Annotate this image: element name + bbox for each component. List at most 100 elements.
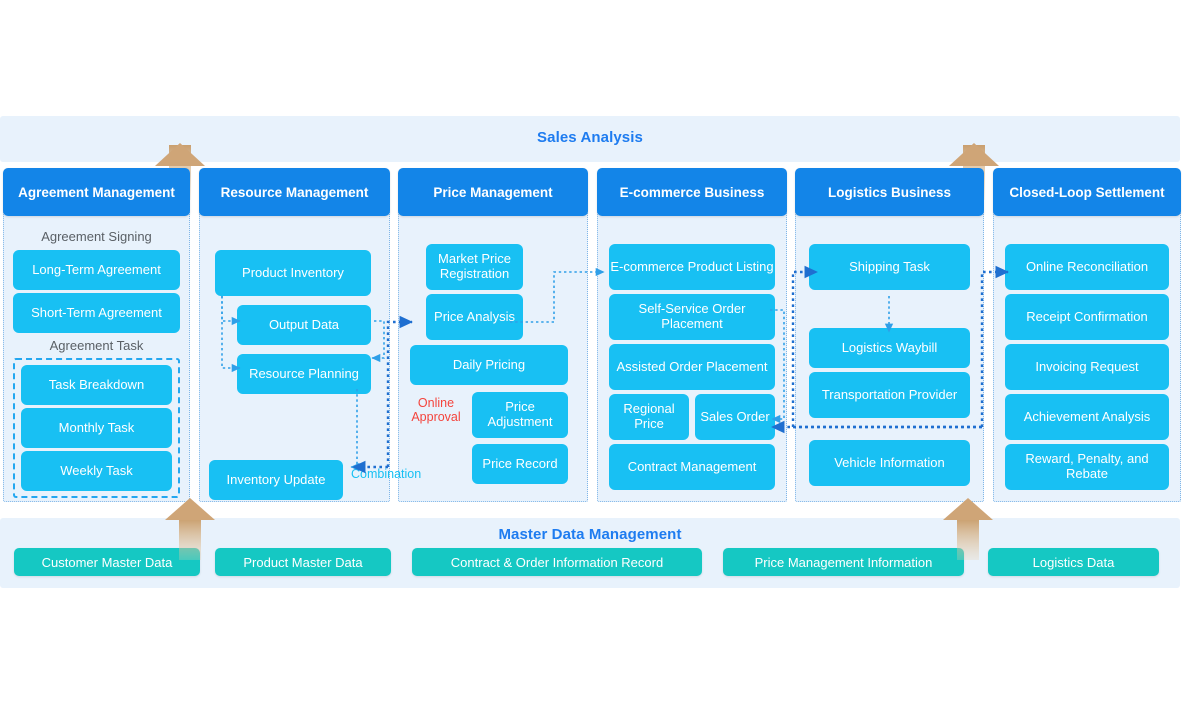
item-label: Online Reconciliation bbox=[1025, 258, 1149, 274]
item-sales-order[interactable]: Sales Order bbox=[695, 394, 775, 440]
item-label: Vehicle Information bbox=[834, 454, 945, 470]
item-contract-management[interactable]: Contract Management bbox=[609, 444, 775, 490]
column-resource-management: Resource Management Product Inventory Ou… bbox=[199, 168, 390, 502]
item-label: Receipt Confirmation bbox=[1026, 308, 1148, 324]
column-title: Price Management bbox=[433, 184, 553, 200]
column-header-ecommerce-business[interactable]: E-commerce Business bbox=[597, 168, 787, 216]
item-logistics-waybill[interactable]: Logistics Waybill bbox=[809, 328, 970, 368]
column-title: Agreement Management bbox=[18, 184, 175, 200]
chip-price-management-information[interactable]: Price Management Information bbox=[723, 548, 964, 576]
item-output-data[interactable]: Output Data bbox=[237, 305, 371, 345]
column-body: Online Reconciliation Receipt Confirmati… bbox=[993, 220, 1181, 496]
column-agreement-management: Agreement Management Agreement Signing L… bbox=[3, 168, 190, 502]
item-label: Sales Order bbox=[700, 408, 770, 424]
item-short-term-agreement[interactable]: Short-Term Agreement bbox=[13, 293, 180, 333]
agreement-task-group: Task Breakdown Monthly Task Weekly Task bbox=[13, 358, 180, 498]
item-label: Price Record bbox=[482, 455, 558, 471]
item-vehicle-information[interactable]: Vehicle Information bbox=[809, 440, 970, 486]
item-label: Monthly Task bbox=[58, 419, 135, 435]
item-label: Task Breakdown bbox=[48, 376, 145, 392]
item-reward-penalty-rebate[interactable]: Reward, Penalty, and Rebate bbox=[1005, 444, 1169, 490]
column-logistics-business: Logistics Business Shipping Task Logisti… bbox=[795, 168, 984, 502]
column-header-logistics-business[interactable]: Logistics Business bbox=[795, 168, 984, 216]
item-label: Short-Term Agreement bbox=[31, 304, 162, 320]
item-label: Market Price Registration bbox=[438, 251, 511, 281]
item-label: Assisted Order Placement bbox=[616, 358, 768, 374]
chip-label: Contract & Order Information Record bbox=[450, 554, 664, 570]
chip-label: Logistics Data bbox=[1032, 554, 1115, 570]
item-label: Price Adjustment bbox=[487, 399, 553, 429]
label-combination: Combination bbox=[351, 467, 422, 481]
item-label: E-commerce Product Listing bbox=[610, 258, 774, 274]
item-label: Transportation Provider bbox=[821, 386, 958, 402]
sales-analysis-banner: Sales Analysis bbox=[0, 116, 1180, 162]
column-ecommerce-business: E-commerce Business E-commerce Product L… bbox=[597, 168, 787, 502]
chip-label: Price Management Information bbox=[754, 554, 933, 570]
item-label: Daily Pricing bbox=[452, 356, 526, 372]
item-label: Output Data bbox=[268, 316, 340, 332]
item-label: Inventory Update bbox=[226, 471, 326, 487]
master-data-management-title: Master Data Management bbox=[498, 526, 682, 543]
chip-label: Customer Master Data bbox=[41, 554, 173, 570]
item-shipping-task[interactable]: Shipping Task bbox=[809, 244, 970, 290]
column-header-closed-loop-settlement[interactable]: Closed-Loop Settlement bbox=[993, 168, 1181, 216]
column-header-resource-management[interactable]: Resource Management bbox=[199, 168, 390, 216]
item-price-record[interactable]: Price Record bbox=[472, 444, 568, 484]
item-daily-pricing[interactable]: Daily Pricing bbox=[410, 345, 568, 385]
item-monthly-task[interactable]: Monthly Task bbox=[21, 408, 172, 448]
item-long-term-agreement[interactable]: Long-Term Agreement bbox=[13, 250, 180, 290]
column-body: Product Inventory Output Data Resource P… bbox=[199, 220, 390, 500]
label-online-approval: Online Approval bbox=[404, 396, 468, 424]
column-title: Resource Management bbox=[220, 184, 369, 200]
column-title: Logistics Business bbox=[827, 184, 952, 200]
column-header-price-management[interactable]: Price Management bbox=[398, 168, 588, 216]
chip-logistics-data[interactable]: Logistics Data bbox=[988, 548, 1159, 576]
item-market-price-registration[interactable]: Market Price Registration bbox=[426, 244, 523, 290]
column-price-management: Price Management Market Price Registrati… bbox=[398, 168, 588, 502]
item-label: Logistics Waybill bbox=[841, 339, 938, 355]
item-label: Self-Service Order Placement bbox=[638, 301, 746, 331]
item-self-service-order-placement[interactable]: Self-Service Order Placement bbox=[609, 294, 775, 340]
item-label: Reward, Penalty, and Rebate bbox=[1025, 451, 1149, 481]
group-label-agreement-signing: Agreement Signing bbox=[41, 229, 152, 244]
item-achievement-analysis[interactable]: Achievement Analysis bbox=[1005, 394, 1169, 440]
item-label: Resource Planning bbox=[249, 365, 359, 381]
item-label: Price Analysis bbox=[434, 308, 515, 324]
column-body: Shipping Task Logistics Waybill Transpor… bbox=[795, 220, 984, 496]
item-label: Invoicing Request bbox=[1035, 358, 1139, 374]
item-product-inventory[interactable]: Product Inventory bbox=[215, 250, 371, 296]
chip-customer-master-data[interactable]: Customer Master Data bbox=[14, 548, 200, 576]
item-label: Contract Management bbox=[627, 458, 757, 474]
column-header-agreement-management[interactable]: Agreement Management bbox=[3, 168, 190, 216]
item-assisted-order-placement[interactable]: Assisted Order Placement bbox=[609, 344, 775, 390]
chip-label: Product Master Data bbox=[243, 554, 363, 570]
item-inventory-update[interactable]: Inventory Update bbox=[209, 460, 343, 500]
row-regional-price-sales-order: Regional Price Sales Order bbox=[609, 394, 775, 440]
column-body: Agreement Signing Long-Term Agreement Sh… bbox=[3, 220, 190, 498]
column-title: Closed-Loop Settlement bbox=[1009, 184, 1165, 200]
item-label: Achievement Analysis bbox=[1023, 408, 1151, 424]
column-body: E-commerce Product Listing Self-Service … bbox=[597, 220, 787, 496]
item-label: Weekly Task bbox=[60, 462, 133, 478]
item-online-reconciliation[interactable]: Online Reconciliation bbox=[1005, 244, 1169, 290]
chip-product-master-data[interactable]: Product Master Data bbox=[215, 548, 391, 576]
chip-contract-order-information-record[interactable]: Contract & Order Information Record bbox=[412, 548, 702, 576]
item-label: Long-Term Agreement bbox=[32, 261, 161, 277]
item-receipt-confirmation[interactable]: Receipt Confirmation bbox=[1005, 294, 1169, 340]
item-price-analysis[interactable]: Price Analysis bbox=[426, 294, 523, 340]
item-price-adjustment[interactable]: Price Adjustment bbox=[472, 392, 568, 438]
item-ecommerce-product-listing[interactable]: E-commerce Product Listing bbox=[609, 244, 775, 290]
item-label: Shipping Task bbox=[849, 258, 930, 274]
item-task-breakdown[interactable]: Task Breakdown bbox=[21, 365, 172, 405]
item-label: Product Inventory bbox=[242, 264, 344, 280]
label-online-approval-line1: Online bbox=[417, 396, 455, 410]
sales-analysis-title: Sales Analysis bbox=[537, 129, 643, 146]
item-invoicing-request[interactable]: Invoicing Request bbox=[1005, 344, 1169, 390]
item-transportation-provider[interactable]: Transportation Provider bbox=[809, 372, 970, 418]
item-label: Regional Price bbox=[623, 401, 675, 431]
item-weekly-task[interactable]: Weekly Task bbox=[21, 451, 172, 491]
item-resource-planning[interactable]: Resource Planning bbox=[237, 354, 371, 394]
item-regional-price[interactable]: Regional Price bbox=[609, 394, 689, 440]
column-title: E-commerce Business bbox=[619, 184, 765, 200]
column-body: Market Price Registration Price Analysis… bbox=[398, 220, 588, 496]
